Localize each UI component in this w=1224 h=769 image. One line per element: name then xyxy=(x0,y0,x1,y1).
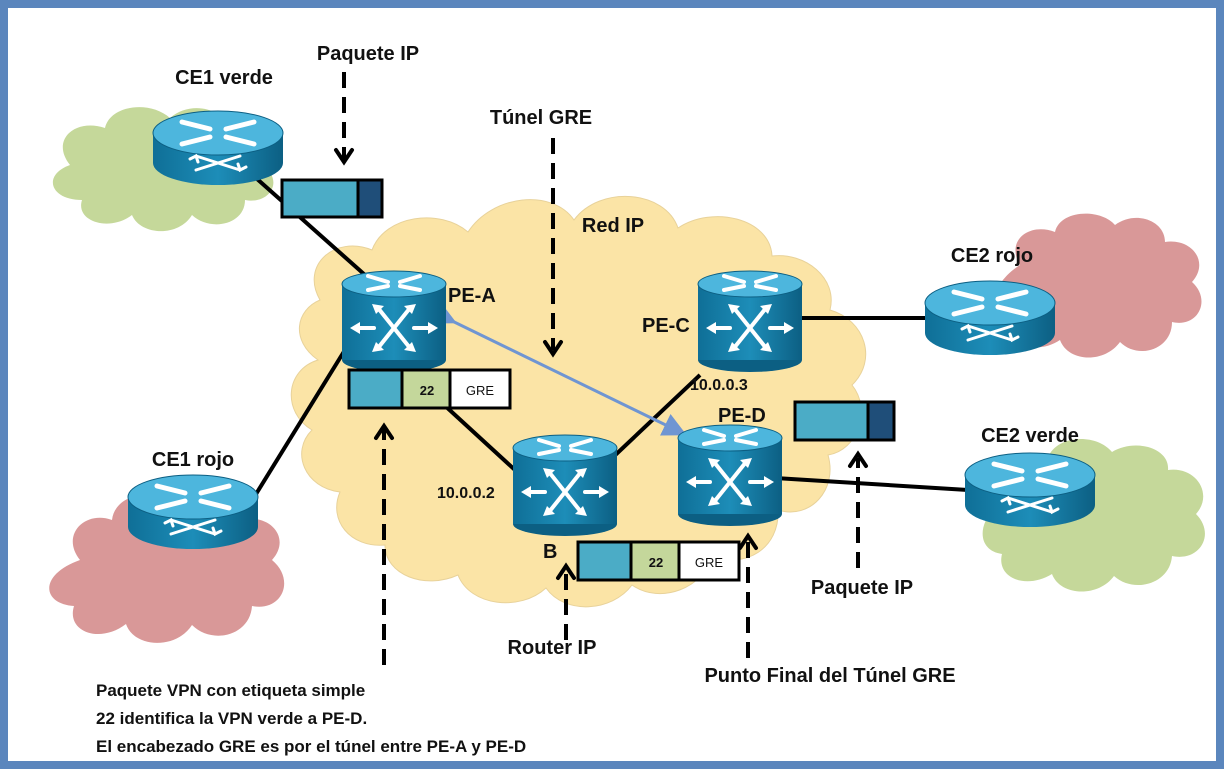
punto-final-label: Punto Final del Túnel GRE xyxy=(704,665,955,687)
dashed-arrows xyxy=(342,72,860,665)
red-ip-label: Red IP xyxy=(582,215,644,237)
ce1-rojo-router-icon[interactable] xyxy=(128,475,258,549)
ce1-verde-label: CE1 verde xyxy=(175,67,273,89)
ce2-rojo-label: CE2 rojo xyxy=(951,245,1033,267)
ip-packet-top xyxy=(280,178,384,219)
note-line-1: Paquete VPN con etiqueta simple xyxy=(96,681,365,700)
paquete-ip-right-label: Paquete IP xyxy=(811,577,913,599)
pe-c-switch-icon[interactable] xyxy=(696,269,804,374)
pe-c-address: 10.0.0.3 xyxy=(690,377,748,394)
ce2-verde-router-icon[interactable] xyxy=(965,453,1095,527)
pe-d-switch-icon[interactable] xyxy=(676,423,784,528)
link-ce1verde-pea xyxy=(254,176,367,277)
gre-header-text: GRE xyxy=(466,383,495,398)
ip-packet-right xyxy=(793,400,896,442)
ce1-verde-router-icon[interactable] xyxy=(153,111,283,185)
note-line-3: El encabezado GRE es por el túnel entre … xyxy=(96,737,526,756)
router-b-address: 10.0.0.2 xyxy=(437,485,495,502)
link-ce1rojo-pea xyxy=(238,343,350,522)
vpn-packet-b: 22 GRE xyxy=(576,540,741,582)
paquete-ip-top-label: Paquete IP xyxy=(317,43,419,65)
ce2-rojo-router-icon[interactable] xyxy=(925,281,1055,355)
pe-a-switch-icon[interactable] xyxy=(340,269,448,374)
router-b-switch-icon[interactable] xyxy=(511,433,619,538)
vpn-packet-pe-a: 22 GRE xyxy=(347,368,512,410)
pe-c-label: PE-C xyxy=(642,315,690,337)
pe-d-label: PE-D xyxy=(718,405,766,427)
tunel-gre-label: Túnel GRE xyxy=(490,107,592,129)
label-value-text: 22 xyxy=(420,383,434,398)
note-line-2: 22 identifica la VPN verde a PE-D. xyxy=(96,709,367,728)
pe-a-label: PE-A xyxy=(448,285,496,307)
ce2-verde-label: CE2 verde xyxy=(981,425,1079,447)
router-b-label: B xyxy=(543,541,557,563)
gre-tunnel-arrow xyxy=(429,301,687,436)
link-ped-ce2verde xyxy=(774,476,969,492)
arrow-heads xyxy=(334,148,868,580)
ce1-rojo-label: CE1 rojo xyxy=(152,449,234,471)
label-value-text: 22 xyxy=(649,555,663,570)
router-ip-label: Router IP xyxy=(508,637,597,659)
gre-header-text: GRE xyxy=(695,555,724,570)
